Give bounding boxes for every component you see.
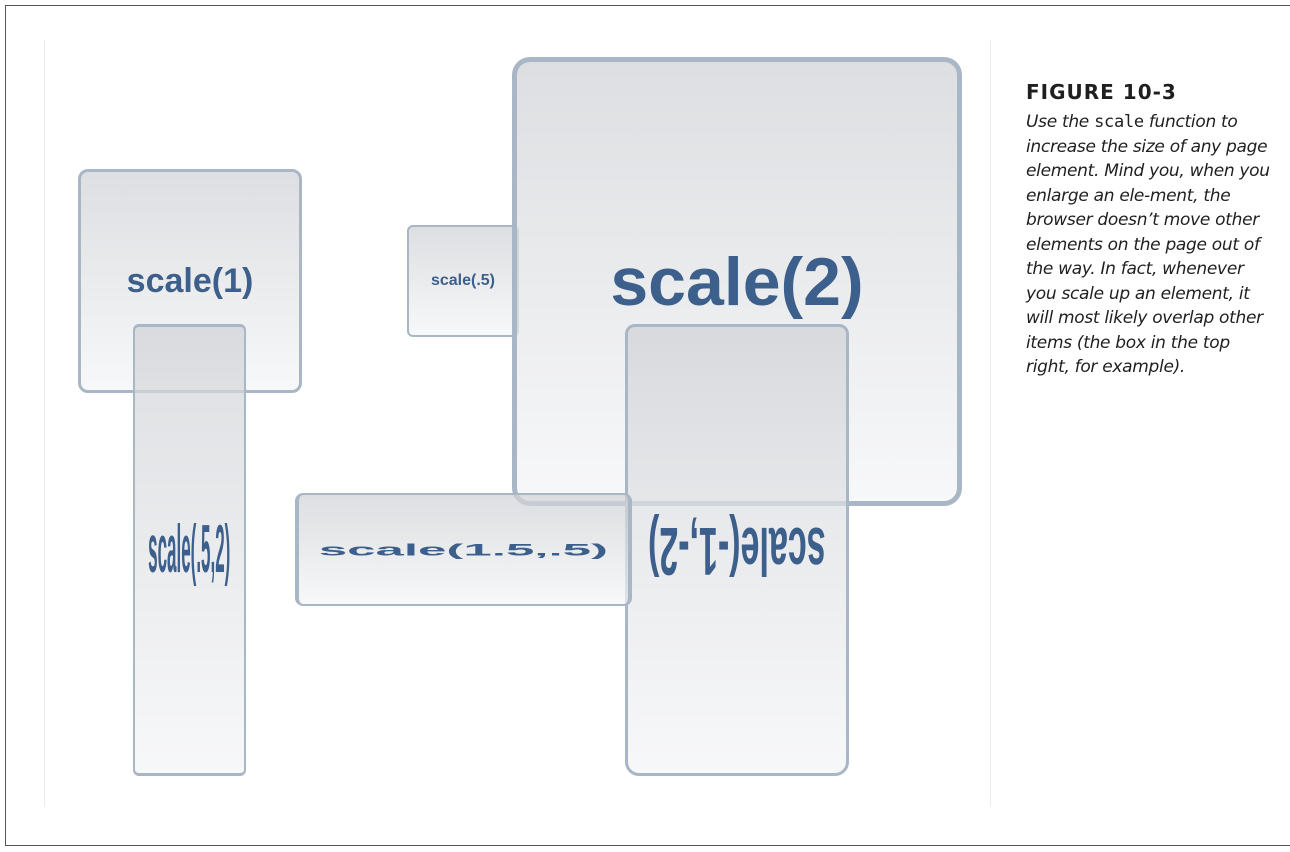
box-scale-half-label: scale(.5) [430, 272, 496, 289]
box-scale-neg: scale(-1,-2) [625, 324, 849, 776]
figure-caption: FIGURE 10-3 Use the scale function to in… [1026, 80, 1276, 380]
caption-code-scale: scale [1094, 112, 1144, 132]
box-scale-1: scale(1) [78, 169, 302, 393]
box-scale-half-2: scale(.5,2) [133, 324, 246, 776]
box-scale-neg-label: scale(-1,-2) [648, 512, 826, 588]
page-frame [5, 5, 1290, 846]
box-scale-1-label: scale(1) [126, 262, 254, 300]
left-margin-rule [44, 40, 45, 807]
column-divider-rule [990, 40, 991, 807]
box-scale-1-5-half: scale(1.5,.5) [295, 493, 632, 606]
box-scale-half: scale(.5) [407, 225, 519, 337]
figure-caption-text: Use the scale function to increase the s… [1026, 110, 1276, 380]
box-scale-half-2-label: scale(.5,2) [148, 512, 231, 588]
figure-title: FIGURE 10-3 [1026, 80, 1177, 104]
caption-text-before: Use the [1026, 112, 1095, 132]
box-scale-1-5-half-label: scale(1.5,.5) [318, 540, 609, 559]
caption-text-after: function to increase the size of any pag… [1026, 112, 1270, 377]
box-scale-2-label: scale(2) [610, 243, 864, 320]
